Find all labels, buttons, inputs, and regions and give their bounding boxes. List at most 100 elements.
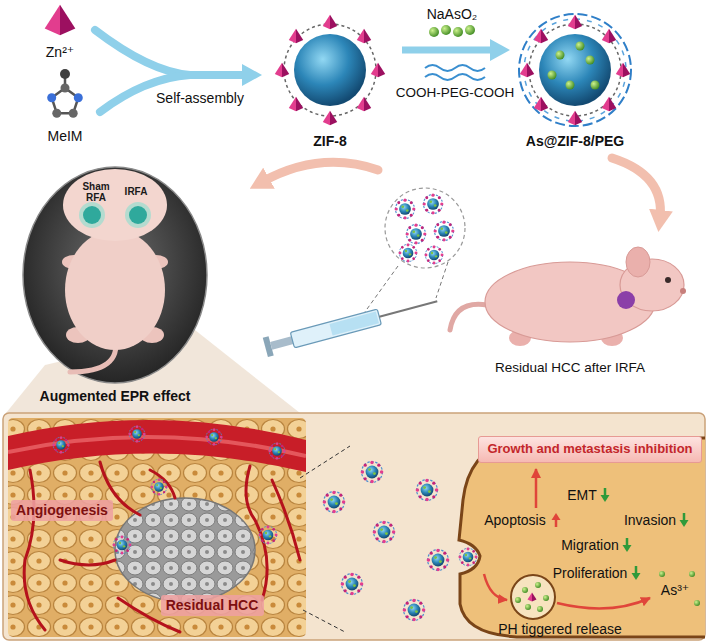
circulating-nanoparticles xyxy=(361,461,384,484)
zif8-crystal xyxy=(323,15,337,29)
self-assembly-arrow xyxy=(95,30,250,112)
process-arrow xyxy=(484,469,650,608)
as-zif8-peg-crystal xyxy=(548,71,557,80)
zinc-ion-icon xyxy=(45,5,76,36)
node-text: Angiogenesis xyxy=(11,502,113,518)
ion-label: As³⁺ xyxy=(661,582,689,598)
tumor-tissue xyxy=(8,437,306,456)
tumor-tissue xyxy=(60,560,115,565)
region-label-box: Angiogenesis xyxy=(11,500,113,521)
nanoparticle-zoom xyxy=(395,199,416,220)
trend-arrow xyxy=(623,545,632,552)
mouse-imaging-circle xyxy=(23,167,207,383)
circulating-nanoparticles xyxy=(416,479,439,502)
as-zif8-peg-crystal xyxy=(602,97,616,111)
circulating-nanoparticles xyxy=(341,573,364,596)
mouse-residual-hcc xyxy=(626,247,650,277)
tumor-cell xyxy=(525,604,531,610)
as-zif8-peg-crystal xyxy=(616,63,630,77)
meim-molecule xyxy=(47,69,83,118)
trend-arrow xyxy=(635,566,638,574)
tumor-tissue xyxy=(150,478,167,495)
flow-arrow xyxy=(262,162,378,182)
meim-molecule xyxy=(69,109,78,118)
peg-chain xyxy=(425,74,485,80)
tumor-tissue xyxy=(128,425,145,442)
result-box: Growth and metastasis inhibition xyxy=(478,436,702,463)
process-arrow xyxy=(557,598,650,608)
nanoparticle-zoom xyxy=(385,188,465,268)
zif8-crystal xyxy=(275,63,289,77)
as-zif8-peg-crystal xyxy=(519,14,631,126)
zif8-crystal xyxy=(275,15,385,125)
trend-arrow xyxy=(604,488,607,496)
circulating-nanoparticles xyxy=(403,599,426,622)
nanoparticle-zoom xyxy=(362,266,398,316)
effect-label: Invasion xyxy=(624,512,676,528)
mouse-imaging-circle xyxy=(65,230,165,350)
meim-molecule xyxy=(74,93,83,102)
ligand-label: MeIM xyxy=(48,128,83,144)
zif8-crystal xyxy=(357,97,371,111)
syringe xyxy=(263,292,440,357)
meim-molecule xyxy=(47,93,56,102)
mechanism-panel xyxy=(3,413,705,640)
effect-label: Proliferation xyxy=(553,565,628,581)
as-zif8-peg-crystal xyxy=(566,81,575,90)
mouse-residual-hcc xyxy=(665,277,671,283)
zoom-line xyxy=(300,446,350,478)
peg-chain xyxy=(425,65,485,80)
as-zif8-peg-crystal xyxy=(524,19,626,121)
node-text: Growth and metastasis inhibition xyxy=(479,442,701,457)
tumor-cell xyxy=(459,548,478,567)
trend-arrow xyxy=(632,573,641,580)
arsenite-dots xyxy=(429,27,439,37)
loading-arrow xyxy=(402,47,498,54)
tumor-cell xyxy=(522,587,528,593)
nanoparticle-zoom xyxy=(434,221,455,242)
effect-label: Augmented EPR effect xyxy=(40,388,191,404)
as-zif8-peg-crystal xyxy=(586,56,595,65)
nanoparticle-zoom xyxy=(423,194,444,215)
nanoparticle-zoom xyxy=(362,188,465,316)
zif8-crystal xyxy=(294,34,366,106)
peg-chain xyxy=(425,65,485,71)
arsenite-dots xyxy=(441,25,451,35)
mouse-residual-hcc xyxy=(617,291,635,309)
tumor-tissue xyxy=(268,442,285,459)
zif8-crystal xyxy=(323,111,337,125)
as-zif8-peg-crystal xyxy=(519,14,631,126)
meim-molecule xyxy=(61,84,70,93)
node-text: Residual HCC xyxy=(161,597,264,613)
tumor-cell xyxy=(689,571,695,577)
step-label: Self-assembly xyxy=(156,90,244,106)
tumor-label: IRFA xyxy=(125,186,148,198)
nanoparticle-zoom xyxy=(399,244,418,263)
as-zif8-peg-crystal xyxy=(576,42,585,51)
ion-label: Zn²⁺ xyxy=(46,44,74,60)
material-label: ZIF-8 xyxy=(313,133,346,149)
as-zif8-peg-crystal xyxy=(520,63,534,77)
reagent-label: NaAsO₂ xyxy=(427,6,478,22)
mouse-imaging-circle xyxy=(79,202,105,228)
meim-molecule xyxy=(52,109,61,118)
mechanism-panel xyxy=(3,413,705,640)
tumor-cell xyxy=(537,606,543,612)
mouse-residual-hcc xyxy=(450,304,487,330)
tumor-cell xyxy=(543,595,549,601)
tumor-cell xyxy=(511,575,555,619)
trend-arrow xyxy=(626,538,629,546)
tumor-cell xyxy=(694,600,700,606)
mouse-residual-hcc xyxy=(680,288,686,294)
circulating-nanoparticles xyxy=(323,491,346,514)
zoom-line xyxy=(303,610,345,632)
trend-arrow xyxy=(683,513,686,521)
mouse-imaging-circle xyxy=(63,169,167,241)
meim-molecule xyxy=(60,69,70,79)
model-label: Residual HCC after IRFA xyxy=(495,360,645,376)
as-zif8-peg-crystal xyxy=(529,24,621,116)
syringe xyxy=(290,309,381,348)
mouse-imaging-circle xyxy=(83,206,101,224)
circulating-nanoparticles xyxy=(427,549,450,572)
